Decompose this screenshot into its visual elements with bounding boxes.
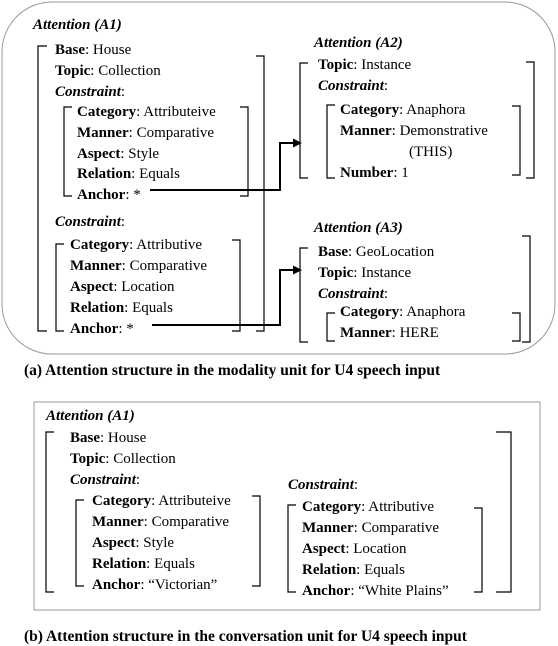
a1-c1-aspect-row: Aspect: Style (77, 146, 160, 162)
b-c2-relation-row: Relation: Equals (302, 562, 405, 578)
b-c2-category-row: Category: Attributive (302, 499, 435, 515)
a1-left-bracket (37, 45, 47, 332)
a3-base-row: Base: GeoLocation (318, 244, 435, 260)
a1-constraint-label: Constraint: (55, 84, 126, 100)
a3-left-bracket (299, 247, 308, 343)
a2-c-right-bracket (512, 105, 521, 176)
a1-c1-anchor-row: Anchor: * (77, 187, 141, 203)
b-constraint-label: Constraint: (70, 472, 141, 488)
a1-c1-right-bracket (240, 106, 249, 197)
a2-c-left-bracket (326, 104, 335, 179)
a2-manner-row: Manner: Demonstrative (340, 123, 488, 139)
a1-c2-right-bracket (232, 239, 241, 332)
panel-a-frame (1, 1, 556, 355)
panel-b-frame (33, 401, 541, 611)
b-c2-manner-row: Manner: Comparative (302, 520, 440, 536)
a3-constraint-label: Constraint: (318, 286, 389, 302)
a1-base-row: Base: House (55, 42, 132, 58)
a3-c-left-bracket (326, 312, 335, 342)
a3-title: Attention (A3) (314, 220, 403, 236)
a1-c1-left-bracket (63, 106, 72, 197)
a1-c2-left-bracket (55, 243, 64, 332)
b-c1-manner-row: Manner: Comparative (92, 514, 230, 530)
b-c2-right-bracket (474, 507, 483, 593)
a2-left-bracket (299, 62, 308, 179)
a1-c2-anchor-row: Anchor: * (70, 321, 134, 337)
b-c2-aspect-row: Aspect: Location (302, 541, 407, 557)
b-c2-anchor-row: Anchor: “White Plains” (302, 583, 449, 599)
a1-c1-manner-row: Manner: Comparative (77, 125, 215, 141)
a1-c1-relation-row: Relation: Equals (77, 166, 180, 182)
b-c1-right-bracket (252, 495, 261, 587)
a2-number-row: Number: 1 (340, 165, 409, 181)
b-c1-aspect-row: Aspect: Style (92, 535, 175, 551)
a3-topic-row: Topic: Instance (318, 265, 412, 281)
a3-manner-row: Manner: HERE (340, 325, 439, 341)
a1-c2-relation-row: Relation: Equals (70, 300, 173, 316)
a2-category-row: Category: Anaphora (340, 102, 466, 118)
a2-manner-continuation: (THIS) (409, 144, 453, 160)
caption-a: (a) Attention structure in the modality … (24, 362, 441, 379)
anchor-to-a3-arrow (152, 269, 294, 326)
a3-c-right-bracket (512, 312, 521, 342)
a3-category-row: Category: Anaphora (340, 304, 466, 320)
arrowhead-a2 (293, 138, 302, 148)
b-a1-right-bracket (496, 431, 512, 593)
b-topic-row: Topic: Collection (70, 451, 176, 467)
arrowhead-a3 (293, 265, 302, 275)
a1-constraint2-label: Constraint: (55, 214, 126, 230)
a2-title: Attention (A2) (314, 35, 403, 51)
b-c1-left-bracket (75, 499, 84, 587)
a1-c2-manner-row: Manner: Comparative (70, 258, 208, 274)
a1-topic-row: Topic: Collection (55, 63, 161, 79)
anchor-to-a2-arrow (150, 142, 294, 191)
b-c2-left-bracket (287, 504, 296, 593)
a1-c2-category-row: Category: Attributive (70, 237, 203, 253)
a1-right-bracket (256, 55, 265, 332)
b-base-row: Base: House (70, 430, 147, 446)
a2-right-bracket (526, 61, 535, 179)
a1-title: Attention (A1) (33, 17, 122, 33)
a2-topic-row: Topic: Instance (318, 57, 412, 73)
b-a1-title: Attention (A1) (46, 408, 135, 424)
b-c1-anchor-row: Anchor: “Victorian” (92, 577, 218, 593)
caption-b: (b) Attention structure in the conversat… (24, 628, 467, 645)
a1-c1-category-row: Category: Attributeive (77, 104, 216, 120)
a3-right-bracket (522, 235, 531, 343)
b-c1-category-row: Category: Attributeive (92, 493, 231, 509)
b-c1-relation-row: Relation: Equals (92, 556, 195, 572)
b-a1-left-bracket (45, 431, 54, 593)
a1-c2-aspect-row: Aspect: Location (70, 279, 175, 295)
b-c2-constraint-label: Constraint: (288, 477, 359, 493)
a2-constraint-label: Constraint: (318, 78, 389, 94)
